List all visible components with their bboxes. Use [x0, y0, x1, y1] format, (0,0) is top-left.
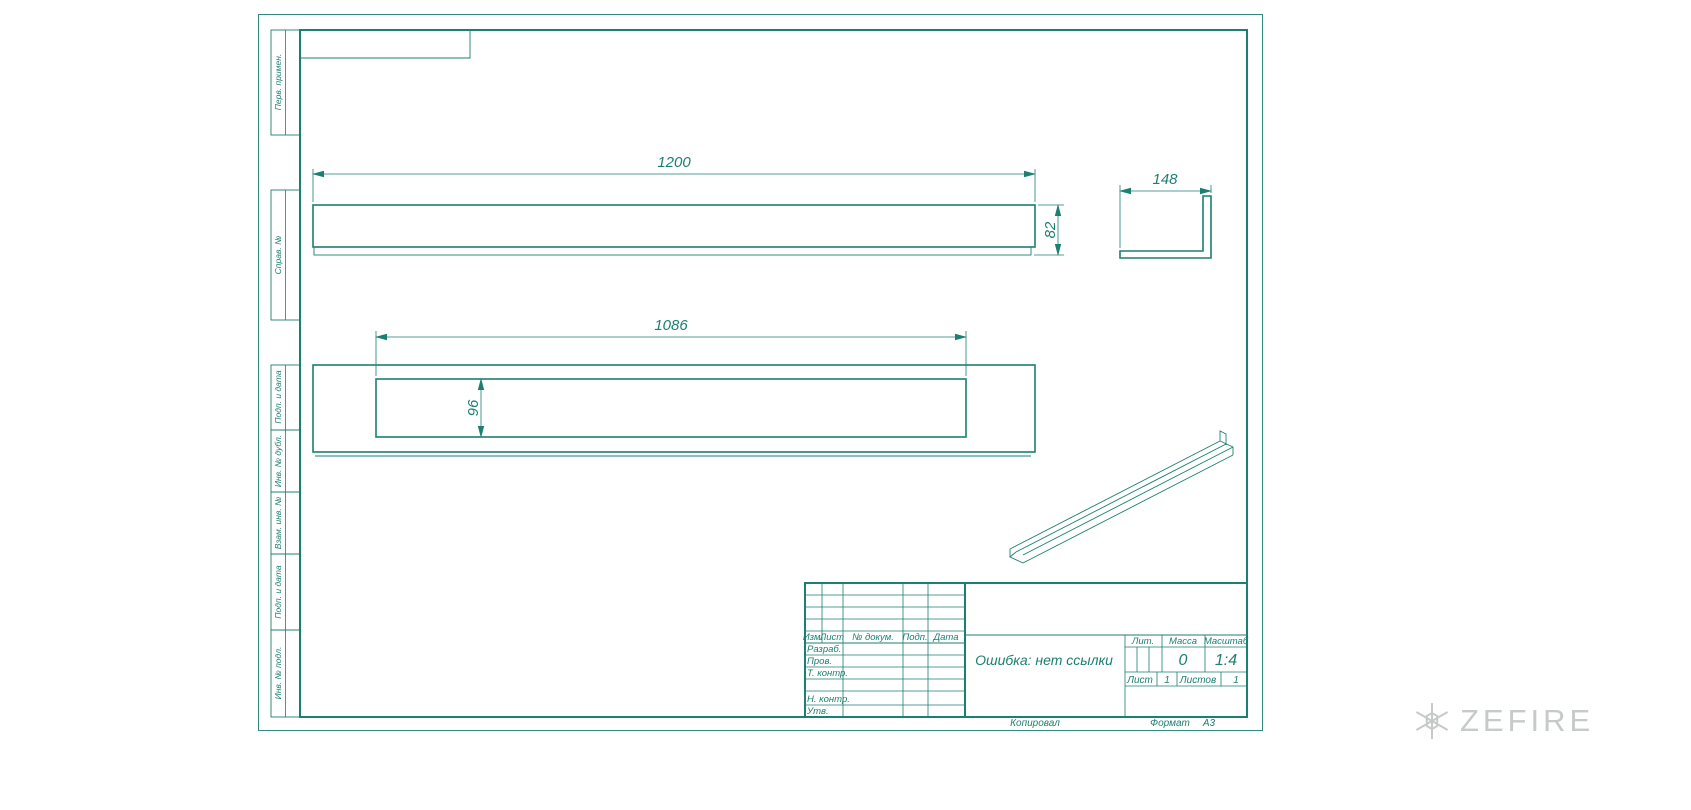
scale-value: 1:4 [1215, 652, 1237, 669]
tb-role-utv: Утв. [806, 706, 829, 717]
strip-label: Взам. инв. № [273, 497, 283, 550]
format-value: А3 [1202, 718, 1216, 729]
profile-body [312, 204, 1036, 248]
title-block: Изм. Лист № докум. Подп. Дата Разраб. Пр… [803, 582, 1249, 718]
sheets-label: Листов [1179, 675, 1216, 686]
dim-text-opening-length: 1086 [654, 317, 688, 334]
watermark-text: ZEFIRE [1460, 703, 1595, 738]
dimension-96: 96 [465, 378, 485, 438]
dim-text-opening-height: 96 [465, 399, 482, 416]
scale-label: Масштаб [1204, 636, 1249, 647]
strip-inv-dubl: Инв. № дубл. [270, 429, 301, 493]
format-label: Формат [1150, 718, 1190, 729]
side-end-view: 148 [1119, 171, 1212, 259]
top-designation-box [300, 30, 471, 59]
strip-label: Справ. № [273, 236, 283, 275]
strip-sprav-no: Справ. № [270, 189, 301, 321]
tb-role-nkontr: Н. контр. [807, 694, 850, 705]
dim-text-length: 1200 [657, 154, 691, 171]
doc-title: Ошибка: нет ссылки [975, 652, 1113, 668]
strip-label: Перв. примен. [273, 54, 283, 111]
angle-section [1119, 195, 1212, 259]
strip-podp-data-2: Подп. и дата [270, 553, 301, 631]
strip-podp-data-1: Подп. и дата [270, 364, 301, 431]
snowflake-icon [1415, 703, 1449, 739]
sheet-label: Лист [1126, 675, 1153, 686]
dimension-1086: 1086 [375, 317, 967, 376]
front-view: 1086 96 [312, 317, 1036, 457]
dimension-148: 148 [1119, 171, 1212, 248]
tb-col-list: Лист [819, 632, 845, 643]
copy-label: Копировал [1010, 718, 1060, 729]
profile-lip [313, 246, 1032, 256]
dimension-82: 82 [1034, 204, 1064, 256]
sheet-outer-border [258, 14, 1263, 731]
tb-role-tkontr: Т. контр. [807, 668, 848, 679]
strip-perv-primen: Перв. примен. [270, 29, 301, 136]
left-margin-strips: Перв. примен. Справ. № Подп. и дата Инв.… [270, 29, 301, 718]
footer-strip: Копировал Формат А3 [1010, 718, 1215, 729]
tb-role-prov: Пров. [807, 656, 832, 667]
lit-label: Лит. [1131, 636, 1154, 647]
zefire-watermark: ZEFIRE [1412, 699, 1594, 743]
dim-text-width: 148 [1152, 171, 1178, 188]
strip-inv-podl: Инв. № подл. [270, 629, 301, 718]
tb-col-podp: Подп. [902, 632, 927, 643]
title-block-right-grid: Ошибка: нет ссылки Лит. Масса Масштаб 0 … [965, 634, 1249, 717]
strip-label: Инв. № подл. [273, 647, 283, 700]
sheet-inner-frame [299, 29, 1248, 718]
mass-value: 0 [1179, 652, 1188, 669]
tb-col-data: Дата [932, 632, 958, 643]
title-block-left-grid: Изм. Лист № докум. Подп. Дата Разраб. Пр… [803, 583, 965, 717]
tb-role-razrab: Разраб. [807, 644, 841, 655]
isometric-view [1009, 430, 1234, 564]
dim-text-height: 82 [1042, 221, 1059, 238]
top-profile-view: 1200 82 [312, 154, 1064, 256]
strip-label: Подп. и дата [273, 370, 283, 423]
tb-col-izm: Изм. [803, 632, 823, 643]
title-block-border [804, 582, 1248, 718]
sheet-value: 1 [1164, 675, 1170, 686]
strip-label: Подп. и дата [273, 565, 283, 618]
sheets-value: 1 [1233, 675, 1239, 686]
dimension-1200: 1200 [312, 154, 1036, 202]
mass-label: Масса [1169, 636, 1197, 647]
strip-vzam-inv: Взам. инв. № [270, 491, 301, 555]
tb-col-dokum: № докум. [852, 632, 894, 643]
front-opening [375, 378, 967, 438]
sheet-frame [258, 14, 1263, 731]
strip-label: Инв. № дубл. [273, 435, 283, 487]
front-body [312, 364, 1036, 453]
